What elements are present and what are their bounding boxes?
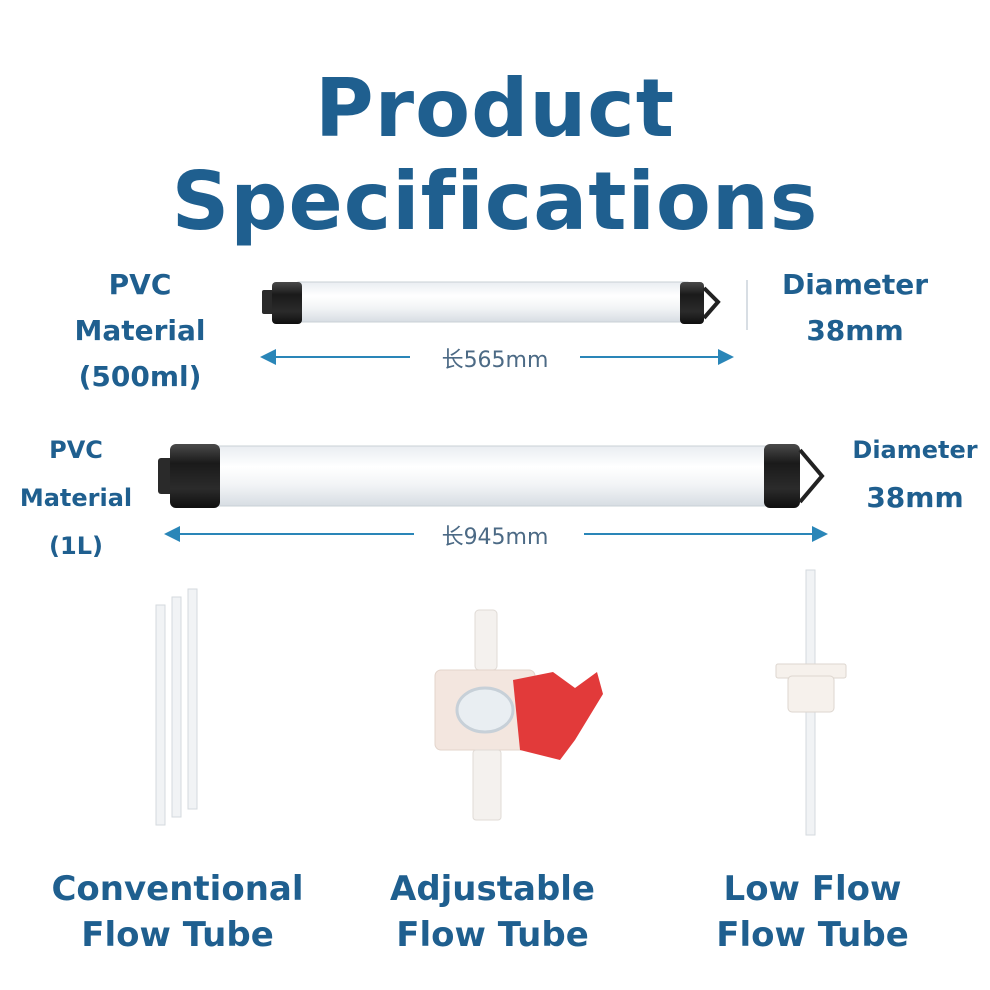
low-flow-tube-icon — [775, 569, 847, 836]
product-label-line1: Low Flow — [723, 869, 902, 909]
tube-1l-diameter-line2: 38mm — [866, 481, 964, 514]
tube-1l-length: 长945mm — [441, 525, 549, 550]
tube-500-diameter-line2: 38mm — [806, 314, 904, 347]
product-label-low-flow: Low Flow Flow Tube — [690, 866, 935, 958]
tube-500-length-arrow — [260, 349, 734, 365]
tube-500-diameter-label: Diameter 38mm — [770, 262, 940, 354]
tube-500-material-line2: (500ml) — [78, 360, 202, 393]
product-label-line1: Conventional — [51, 869, 304, 909]
tube-500-material-line1: PVC Material — [74, 268, 206, 347]
conventional-flow-tube-icon — [155, 588, 198, 826]
tube-1l-material-line1: PVC Material — [19, 436, 133, 512]
tube-500-material-label: PVC Material (500ml) — [40, 262, 240, 400]
tube-500-image — [262, 281, 721, 324]
product-label-conventional: Conventional Flow Tube — [40, 866, 315, 958]
divider — [746, 280, 748, 330]
tube-1l-material-label: PVC Material (1L) — [0, 426, 152, 570]
product-label-line2: Flow Tube — [716, 915, 909, 955]
product-label-adjustable: Adjustable Flow Tube — [370, 866, 615, 958]
tube-1l-material-line2: (1L) — [49, 532, 103, 560]
product-label-line1: Adjustable — [390, 869, 595, 909]
product-label-line2: Flow Tube — [81, 915, 274, 955]
tube-500-length: 长565mm — [441, 348, 549, 373]
adjustable-flow-tube-icon — [434, 609, 603, 821]
page-title: Product Specifications — [171, 62, 819, 248]
tube-1l-image — [158, 444, 825, 508]
tube-1l-diameter-line1: Diameter — [852, 436, 978, 464]
tube-1l-diameter-label: Diameter 38mm — [850, 426, 980, 522]
tube-500-diameter-line1: Diameter — [781, 268, 929, 301]
tube-1l-length-arrow — [164, 526, 828, 542]
product-label-line2: Flow Tube — [396, 915, 589, 955]
